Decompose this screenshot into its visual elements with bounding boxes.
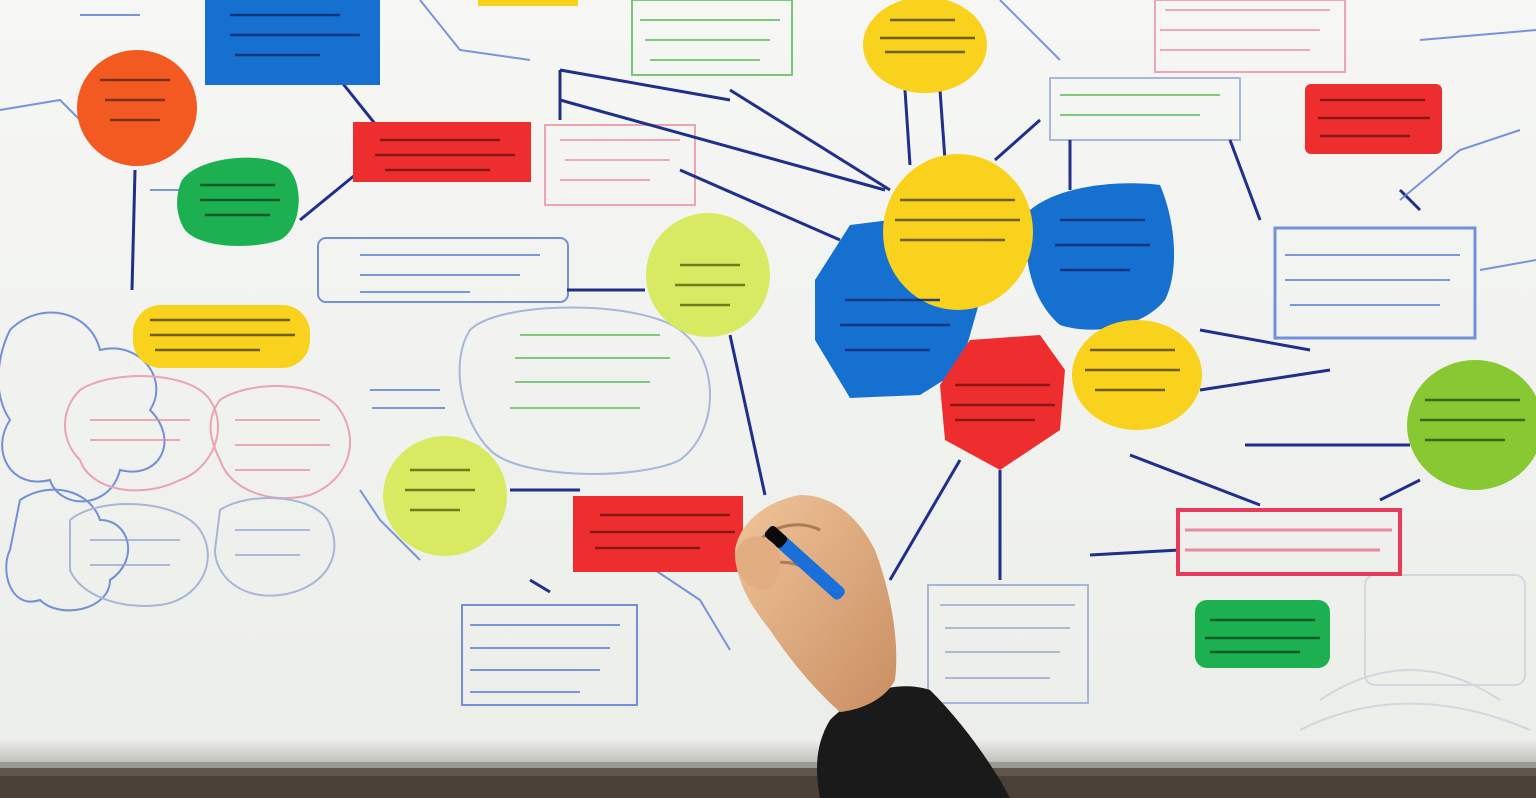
sketch-box-top-pink xyxy=(544,124,696,206)
red-center-note xyxy=(573,496,743,572)
blue-top-note xyxy=(205,0,380,85)
sketch-center-bubble xyxy=(458,306,711,475)
lime-right-circle-note xyxy=(1407,360,1536,490)
marker xyxy=(765,526,845,600)
yellow-top-circle-note xyxy=(863,0,987,93)
sketch-box-top-right-green xyxy=(1049,77,1241,141)
orange-circle-note xyxy=(77,50,197,166)
green-left-note xyxy=(177,157,299,246)
lime-center-circle-note xyxy=(646,213,770,337)
yellow-cluster-circle-note xyxy=(883,154,1033,310)
sketch-pink-bubble-2 xyxy=(209,385,351,500)
whiteboard-tray-edge xyxy=(0,762,1536,768)
sketch-cloud-lower-mid xyxy=(213,497,336,597)
sketch-cloud-left-2 xyxy=(5,488,129,612)
red-cluster-note xyxy=(940,335,1065,470)
hand-with-marker xyxy=(735,495,1010,798)
blue-cluster-note-right xyxy=(1026,183,1175,330)
sketch-box-lower-right-2 xyxy=(1364,574,1526,686)
sketch-lower-right-curves xyxy=(1299,669,1531,731)
thumb xyxy=(735,536,781,590)
sketch-box-lower-right xyxy=(927,584,1089,704)
sketch-pink-bubble-1 xyxy=(64,375,220,492)
sleeve xyxy=(817,686,1010,798)
sketch-box-lower-center xyxy=(461,604,638,706)
sketch-box-top-green xyxy=(631,0,793,76)
sketch-box-right-mid xyxy=(1273,226,1477,340)
note-scribbles xyxy=(100,13,1525,654)
sketch-cloud-lower-left xyxy=(69,503,209,607)
wall-below-highlight xyxy=(0,768,1536,776)
marker-cap xyxy=(764,525,788,548)
yellow-cluster-right-note xyxy=(1072,320,1202,430)
yellow-top-strip xyxy=(478,0,578,6)
sketch-box-top-right-pink xyxy=(1154,0,1346,73)
lime-lower-circle-note xyxy=(383,436,507,556)
red-top-note xyxy=(353,122,531,182)
yellow-left-note xyxy=(133,305,310,368)
pink-outline-note xyxy=(1176,508,1402,576)
connector-lines xyxy=(130,68,1422,594)
green-right-note xyxy=(1195,600,1330,668)
sketch-layer xyxy=(0,0,1531,731)
sketch-cloud-left xyxy=(0,311,166,503)
sketch-box-mid-left xyxy=(317,237,569,303)
whiteboard-tray xyxy=(0,738,1536,764)
